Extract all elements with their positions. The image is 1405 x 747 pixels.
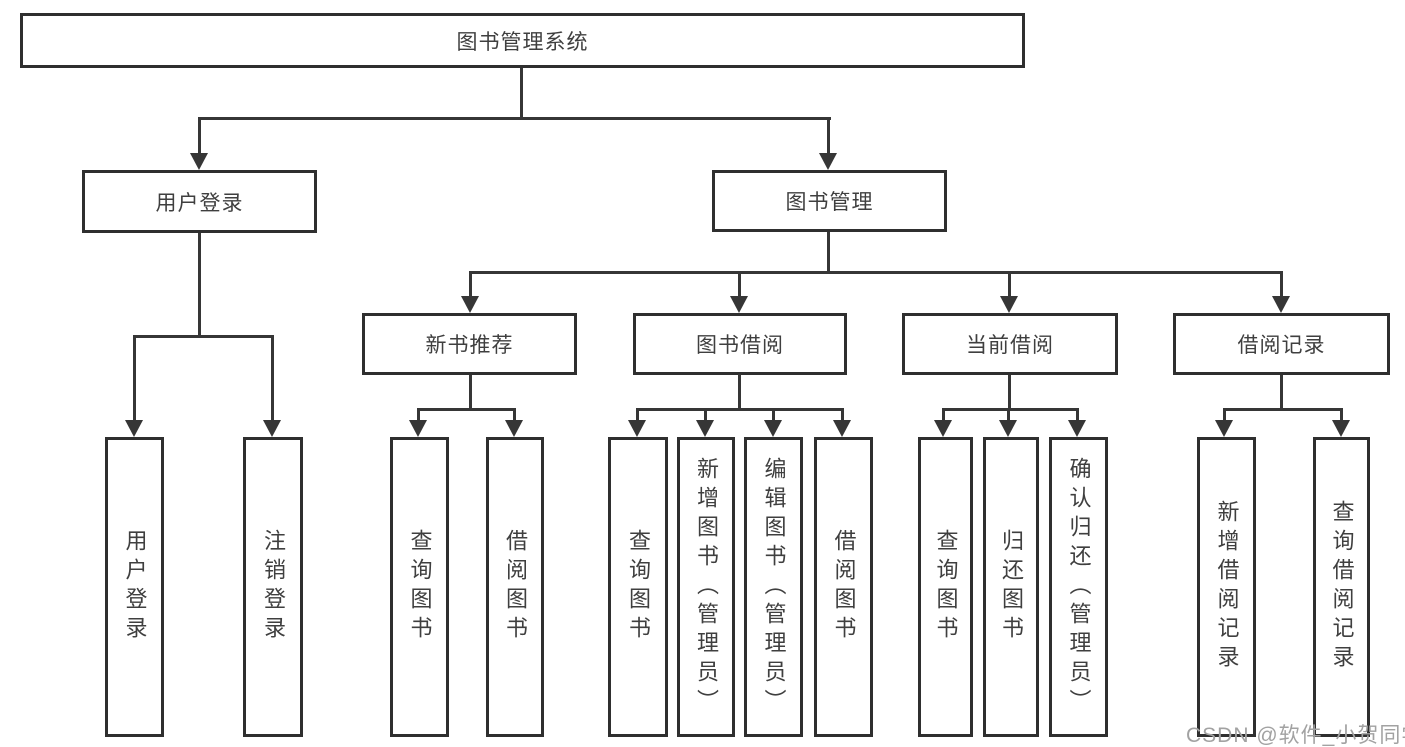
connector-line bbox=[1008, 271, 1011, 297]
node-leaf-add-borrow-record: 新增借阅记录 bbox=[1197, 437, 1256, 737]
arrowhead-icon bbox=[1068, 420, 1086, 437]
node-leaf-user-login: 用户登录 bbox=[105, 437, 164, 737]
node-new-book-recommend: 新书推荐 bbox=[362, 313, 577, 375]
node-leaf-query-books-recommend: 查询图书 bbox=[390, 437, 449, 737]
connector-line bbox=[738, 374, 741, 408]
node-leaf-borrow-books-recommend: 借阅图书 bbox=[486, 437, 544, 737]
node-borrow-records: 借阅记录 bbox=[1173, 313, 1390, 375]
leaf-label: 查询图书 bbox=[407, 529, 433, 645]
node-leaf-query-books-borrowing: 查询图书 bbox=[608, 437, 668, 737]
connector-line bbox=[1280, 271, 1283, 297]
arrowhead-icon bbox=[1000, 296, 1018, 313]
connector-line bbox=[198, 117, 201, 154]
connector-line bbox=[520, 68, 523, 117]
connector-line bbox=[469, 271, 1283, 274]
connector-line bbox=[827, 232, 830, 271]
arrowhead-icon bbox=[999, 420, 1017, 437]
leaf-label: 编辑图书（管理员） bbox=[761, 456, 787, 718]
node-leaf-borrow-books: 借阅图书 bbox=[814, 437, 873, 737]
arrowhead-icon bbox=[628, 420, 646, 437]
node-book-management: 图书管理 bbox=[712, 170, 947, 232]
leaf-label: 用户登录 bbox=[122, 529, 148, 645]
connector-line bbox=[1223, 408, 1226, 422]
connector-line bbox=[198, 117, 831, 120]
node-leaf-logout: 注销登录 bbox=[243, 437, 303, 737]
connector-line bbox=[1007, 408, 1010, 422]
leaf-label: 新增借阅记录 bbox=[1214, 500, 1240, 674]
node-user-login: 用户登录 bbox=[82, 170, 317, 233]
connector-line bbox=[469, 375, 472, 408]
arrowhead-icon bbox=[125, 420, 143, 437]
arrowhead-icon bbox=[819, 153, 837, 170]
arrowhead-icon bbox=[190, 153, 208, 170]
node-leaf-return-books: 归还图书 bbox=[983, 437, 1039, 737]
connector-line bbox=[513, 408, 516, 422]
connector-line bbox=[942, 408, 1079, 411]
connector-line bbox=[1280, 375, 1283, 408]
connector-line bbox=[1076, 408, 1079, 422]
arrowhead-icon bbox=[764, 420, 782, 437]
leaf-label: 新增图书（管理员） bbox=[694, 456, 719, 718]
connector-line bbox=[636, 408, 844, 411]
node-leaf-query-books-current: 查询图书 bbox=[918, 437, 973, 737]
connector-line bbox=[738, 271, 741, 297]
node-leaf-query-borrow-record: 查询借阅记录 bbox=[1313, 437, 1370, 737]
arrowhead-icon bbox=[1215, 420, 1233, 437]
leaf-label: 查询借阅记录 bbox=[1329, 500, 1355, 674]
connector-line bbox=[942, 408, 945, 422]
leaf-label: 查询图书 bbox=[933, 529, 959, 645]
connector-line bbox=[1223, 408, 1343, 411]
connector-line bbox=[704, 408, 707, 422]
connector-line bbox=[133, 335, 136, 421]
connector-line bbox=[827, 117, 830, 154]
arrowhead-icon bbox=[263, 420, 281, 437]
arrowhead-icon bbox=[833, 420, 851, 437]
csdn-watermark: CSDN @软件_小贺同学 bbox=[1186, 724, 1405, 747]
arrowhead-icon bbox=[461, 296, 479, 313]
arrowhead-icon bbox=[505, 420, 523, 437]
node-current-borrowing: 当前借阅 bbox=[902, 313, 1118, 375]
connector-line bbox=[1340, 408, 1343, 422]
connector-line bbox=[271, 335, 274, 421]
connector-line bbox=[841, 408, 844, 422]
connector-line bbox=[417, 408, 420, 422]
arrowhead-icon bbox=[730, 296, 748, 313]
leaf-label: 借阅图书 bbox=[503, 529, 528, 645]
arrowhead-icon bbox=[1272, 296, 1290, 313]
connector-line bbox=[772, 408, 775, 422]
leaf-label: 注销登录 bbox=[261, 529, 286, 645]
connector-line bbox=[417, 408, 516, 411]
connector-line bbox=[198, 233, 201, 335]
connector-line bbox=[469, 271, 472, 297]
connector-line bbox=[636, 408, 639, 422]
node-leaf-add-books-admin: 新增图书（管理员） bbox=[677, 437, 735, 737]
connector-line bbox=[1008, 375, 1011, 408]
connector-line bbox=[133, 335, 274, 338]
leaf-label: 查询图书 bbox=[626, 529, 651, 645]
arrowhead-icon bbox=[1332, 420, 1350, 437]
arrowhead-icon bbox=[934, 420, 952, 437]
leaf-label: 归还图书 bbox=[999, 529, 1024, 645]
node-leaf-confirm-return-admin: 确认归还（管理员） bbox=[1049, 437, 1108, 737]
node-leaf-edit-books-admin: 编辑图书（管理员） bbox=[744, 437, 803, 737]
node-book-borrowing: 图书借阅 bbox=[633, 313, 847, 375]
arrowhead-icon bbox=[409, 420, 427, 437]
leaf-label: 确认归还（管理员） bbox=[1066, 456, 1092, 718]
leaf-label: 借阅图书 bbox=[831, 529, 857, 645]
arrowhead-icon bbox=[696, 420, 714, 437]
node-root: 图书管理系统 bbox=[20, 13, 1025, 68]
